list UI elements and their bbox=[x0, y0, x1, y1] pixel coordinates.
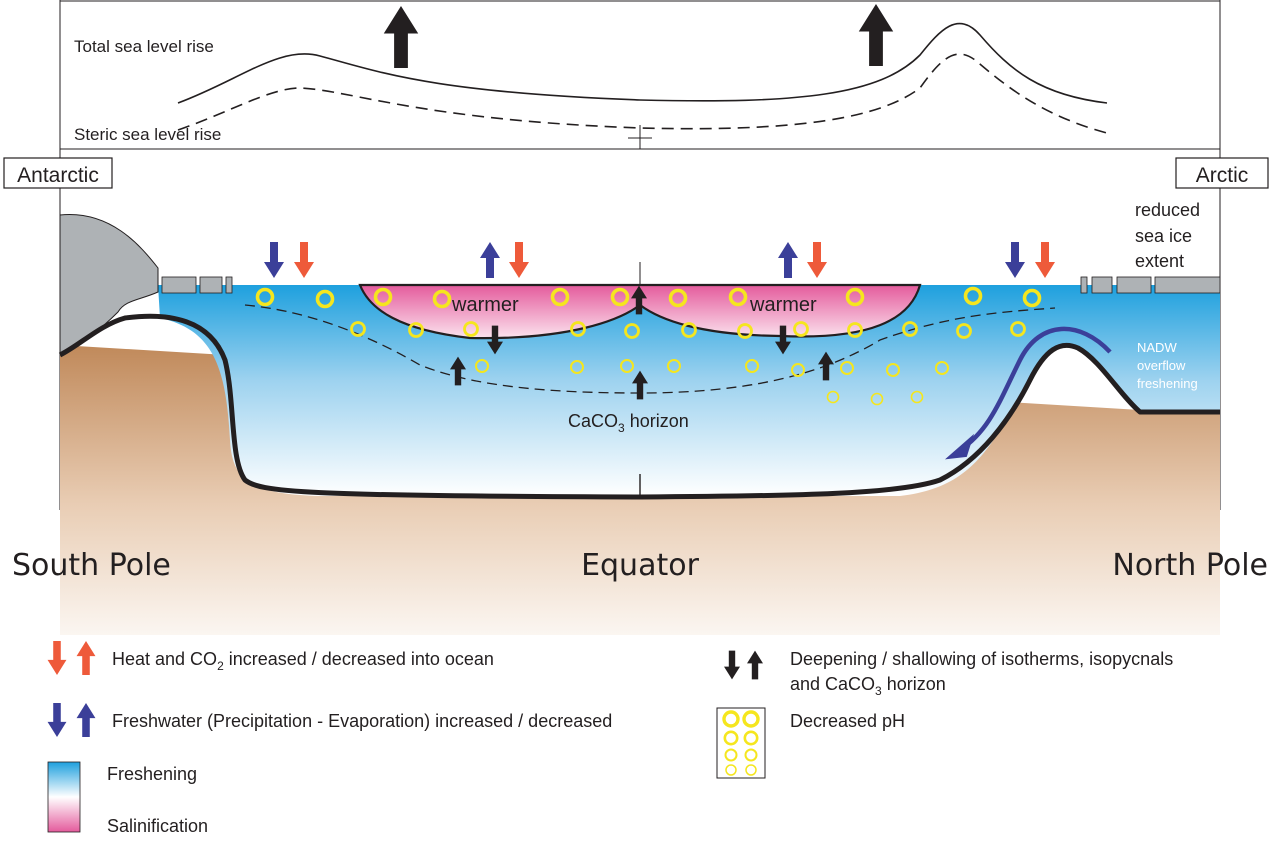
svg-text:freshening: freshening bbox=[1137, 376, 1198, 391]
surface-flux-arrows bbox=[264, 242, 1055, 278]
sea-ice-north bbox=[1080, 276, 1221, 294]
caco3-horizon-label: CaCO3 horizon bbox=[568, 411, 689, 435]
svg-text:sea ice: sea ice bbox=[1135, 226, 1192, 246]
antarctic-ice-sheet bbox=[59, 214, 159, 356]
steric-sea-level-label: Steric sea level rise bbox=[74, 125, 221, 144]
legend-deepening-label-1: Deepening / shallowing of isotherms, iso… bbox=[790, 649, 1173, 669]
svg-text:overflow: overflow bbox=[1137, 358, 1186, 373]
warmer-label-north: warmer bbox=[749, 294, 817, 316]
arctic-box bbox=[1175, 157, 1269, 189]
heat-down-arrow-eq-north bbox=[807, 242, 827, 278]
warmer-label-south: warmer bbox=[451, 294, 519, 316]
sea-level-panel: Total sea level rise Steric sea level ri… bbox=[59, 0, 1221, 510]
legend-heat-co2-label: Heat and CO2 increased / decreased into … bbox=[112, 649, 494, 673]
svg-text:extent: extent bbox=[1135, 251, 1184, 271]
ocean-water bbox=[158, 285, 1220, 496]
legend-freshwater-label: Freshwater (Precipitation - Evaporation)… bbox=[112, 711, 612, 731]
freshwater-down-arrow-south bbox=[264, 242, 284, 278]
total-sea-level-label: Total sea level rise bbox=[74, 37, 214, 56]
freshwater-down-arrow-north bbox=[1005, 242, 1025, 278]
freshwater-up-arrow-eq-north bbox=[778, 242, 798, 278]
heat-down-arrow-eq-south bbox=[509, 242, 529, 278]
legend-freshwater-down-arrow bbox=[47, 703, 67, 737]
seafloor-outline bbox=[58, 313, 1220, 500]
legend-ph-rings bbox=[722, 710, 760, 776]
sea-ice-extent-label: reduced sea ice extent bbox=[1135, 200, 1200, 271]
heat-down-arrow-north bbox=[1035, 242, 1055, 278]
legend-shallowing-arrow bbox=[747, 650, 763, 680]
legend-ph-label: Decreased pH bbox=[790, 711, 905, 731]
antarctic-box bbox=[3, 157, 113, 189]
heat-down-arrow-south bbox=[294, 242, 314, 278]
legend-freshening-label: Freshening bbox=[107, 764, 197, 784]
freshwater-up-arrow-eq-south bbox=[480, 242, 500, 278]
total-sea-level-curve bbox=[177, 22, 1108, 104]
legend-freshwater-up-arrow bbox=[76, 703, 96, 737]
sea-level-up-arrow-south bbox=[383, 6, 419, 68]
sea-level-up-arrow-north bbox=[858, 4, 894, 66]
legend-heat-up-arrow bbox=[76, 641, 96, 675]
antarctic-label: Antarctic bbox=[17, 164, 99, 187]
legend-salinity-swatch bbox=[47, 761, 81, 833]
legend-salinification-label: Salinification bbox=[107, 816, 208, 836]
arctic-label: Arctic bbox=[1196, 164, 1249, 187]
north-pole-label: North Pole bbox=[1112, 548, 1268, 583]
legend-deepening-arrow bbox=[724, 650, 740, 680]
sea-ice-south bbox=[161, 276, 233, 294]
legend-heat-down-arrow bbox=[47, 641, 67, 675]
svg-text:reduced: reduced bbox=[1135, 200, 1200, 220]
legend-deepening-label-2: and CaCO3 horizon bbox=[790, 674, 946, 698]
nadw-arrow-head bbox=[944, 433, 975, 460]
nadw-label: NADW overflow freshening bbox=[1137, 340, 1198, 391]
equator-label: Equator bbox=[581, 548, 700, 583]
svg-text:NADW: NADW bbox=[1137, 340, 1177, 355]
nadw-overflow-arrow bbox=[958, 326, 1112, 452]
legend: Heat and CO2 increased / decreased into … bbox=[47, 641, 1173, 836]
ph-rings bbox=[255, 286, 1042, 406]
steric-sea-level-curve bbox=[177, 53, 1108, 134]
south-pole-label: South Pole bbox=[12, 548, 171, 583]
